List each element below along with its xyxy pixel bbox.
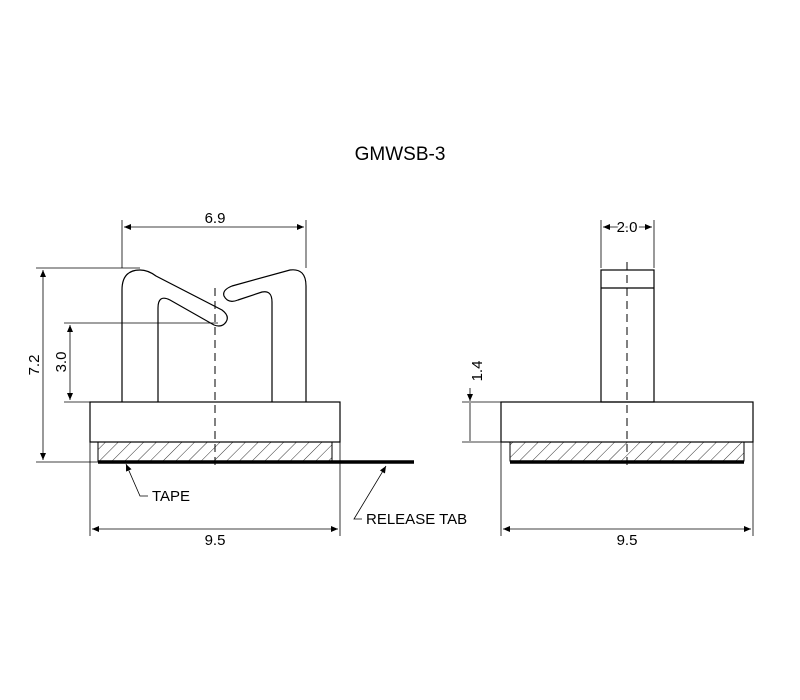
dim-post-width: 2.0 xyxy=(617,219,638,236)
release-tab-leader xyxy=(353,465,387,520)
dim-slot-height: 3.0 xyxy=(53,352,70,373)
dim-side-base-width: 9.5 xyxy=(617,532,638,549)
side-view: 2.0 1.4 9.5 xyxy=(462,217,754,549)
front-view: 6.9 7.2 3.0 9.5 TAPE RELEASE TAB xyxy=(26,210,467,549)
label-tape: TAPE xyxy=(152,488,190,505)
drawing-title: GMWSB-3 xyxy=(355,144,446,165)
label-release-tab: RELEASE TAB xyxy=(366,511,467,528)
dim-base-width: 9.5 xyxy=(205,532,226,549)
dim-top-width: 6.9 xyxy=(205,210,226,227)
right-hook xyxy=(223,269,307,402)
left-hook xyxy=(121,269,228,402)
dim-total-height: 7.2 xyxy=(26,355,43,376)
tape-leader xyxy=(125,463,148,497)
dim-base-height: 1.4 xyxy=(469,361,486,382)
